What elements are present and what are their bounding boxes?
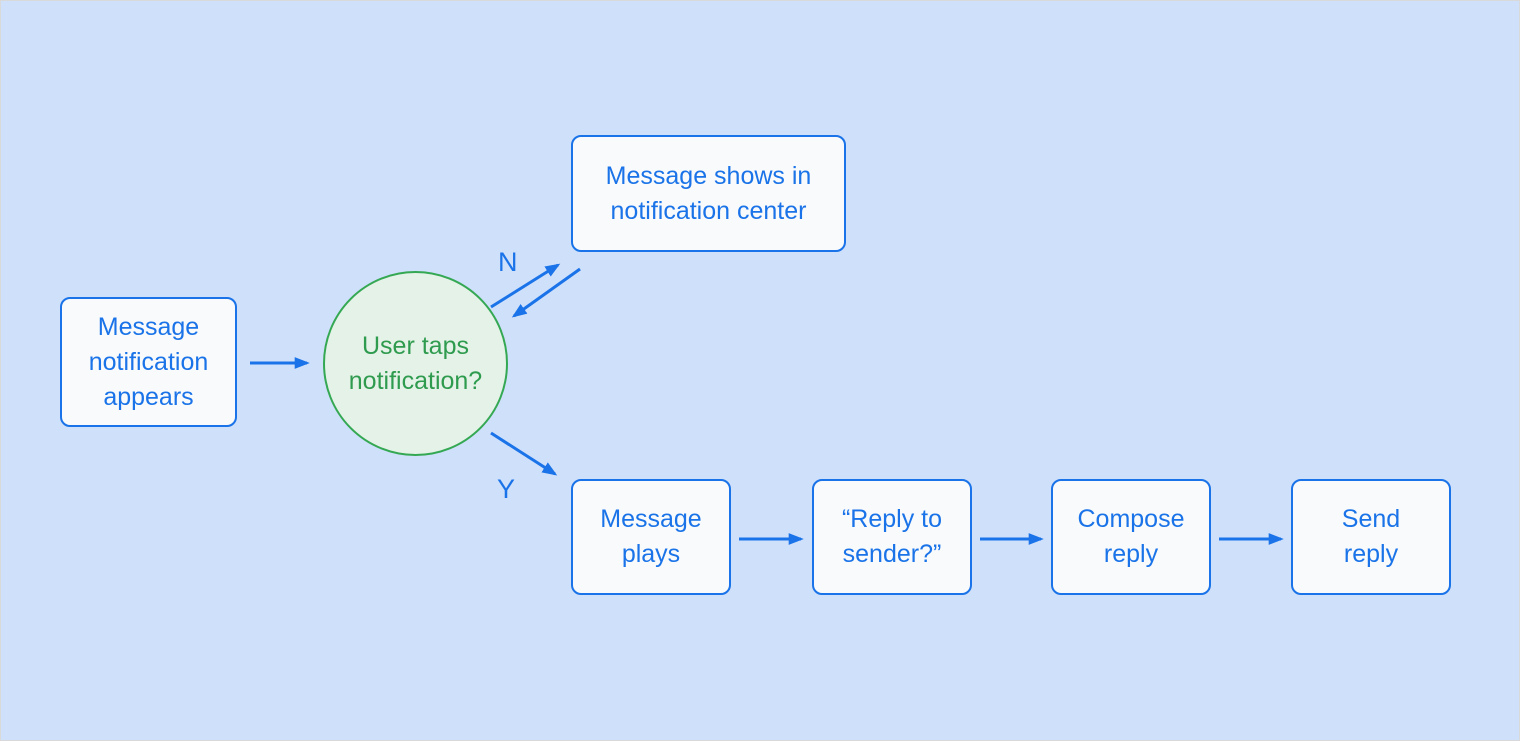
edge-center-to-decision (511, 267, 581, 318)
branch-label-yes: Y (497, 474, 516, 504)
branch-label-no: N (498, 247, 518, 277)
edge-decision-to-plays (490, 431, 558, 476)
